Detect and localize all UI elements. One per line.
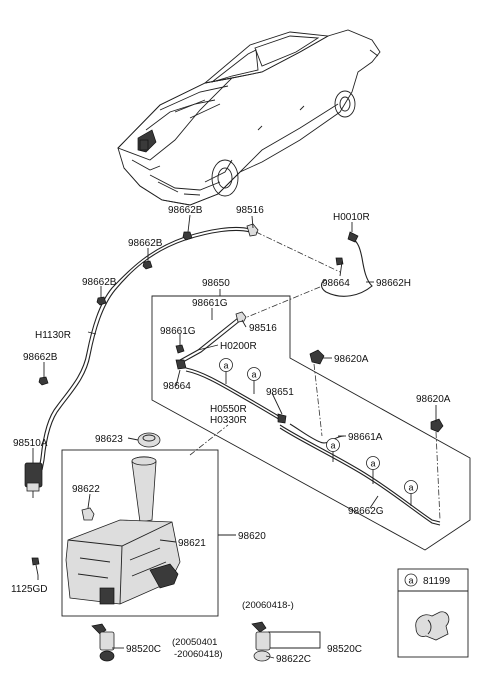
callout-a-2: a xyxy=(251,370,256,380)
label-98516-mid: 98516 xyxy=(249,323,277,334)
leader-lines xyxy=(32,214,437,659)
label-98661g-left: 98661G xyxy=(160,326,196,337)
callout-a-1: a xyxy=(223,361,228,371)
washer-pump xyxy=(24,462,43,498)
legend-symbol: a xyxy=(408,576,413,586)
reservoir-cap xyxy=(137,432,161,448)
label-date-range-2: -20060418) xyxy=(174,649,223,660)
legend-part-number: 81199 xyxy=(423,576,451,587)
label-98662b-top: 98662B xyxy=(168,205,203,216)
hose-h0010r xyxy=(320,231,373,297)
label-98621: 98621 xyxy=(178,538,206,549)
label-98662h: 98662H xyxy=(376,278,411,289)
label-date-note: (20060418-) xyxy=(242,600,294,611)
label-h0200r: H0200R xyxy=(220,341,257,352)
label-98516-top: 98516 xyxy=(236,205,264,216)
label-98510a: 98510A xyxy=(13,438,48,449)
callout-a-5: a xyxy=(408,483,413,493)
callout-a-3: a xyxy=(330,441,335,451)
washer-reservoir xyxy=(65,456,181,605)
label-98620a-mid: 98620A xyxy=(334,354,369,365)
label-98520c-left: 98520C xyxy=(126,644,161,655)
label-98620a-right: 98620A xyxy=(416,394,451,405)
label-h0010r: H0010R xyxy=(333,212,370,223)
hose-clips-left xyxy=(38,223,259,386)
label-98520c-right: 98520C xyxy=(327,644,362,655)
hose-assembly xyxy=(179,317,441,526)
label-98664-right: 98664 xyxy=(322,278,350,289)
label-h0330r: H0330R xyxy=(210,415,247,426)
part-labels: 98662B 98516 H0010R 98662B 98650 98664 9… xyxy=(11,205,451,665)
label-date-range-1: (20050401 xyxy=(172,637,217,648)
label-98662b-left: 98662B xyxy=(82,277,117,288)
label-98650: 98650 xyxy=(202,278,230,289)
label-98664-left: 98664 xyxy=(163,381,191,392)
label-98662b-mid: 98662B xyxy=(128,238,163,249)
pump-98520c-left xyxy=(91,623,115,662)
label-98651: 98651 xyxy=(266,387,294,398)
pump-98520c-right xyxy=(251,621,271,662)
label-98661g-top: 98661G xyxy=(192,298,228,309)
label-98623: 98623 xyxy=(95,434,123,445)
assembly-outline xyxy=(151,295,471,551)
label-98662g: 98662G xyxy=(348,506,384,517)
label-h1130r: H1130R xyxy=(35,330,71,341)
bolt-1125gd xyxy=(31,557,40,576)
car-illustration xyxy=(117,29,381,206)
label-h0550r: H0550R xyxy=(210,404,247,415)
label-98661a: 98661A xyxy=(348,432,383,443)
label-98622c: 98622C xyxy=(276,654,311,665)
label-1125gd: 1125GD xyxy=(11,584,48,595)
reservoir-outline xyxy=(61,449,219,617)
legend-box: a 81199 xyxy=(397,568,469,658)
label-98620: 98620 xyxy=(238,531,266,542)
label-98622-tank: 98622 xyxy=(72,484,100,495)
callout-a-4: a xyxy=(370,459,375,469)
label-98662b-low: 98662B xyxy=(23,352,58,363)
callout-markers: a a a a a xyxy=(219,358,418,506)
